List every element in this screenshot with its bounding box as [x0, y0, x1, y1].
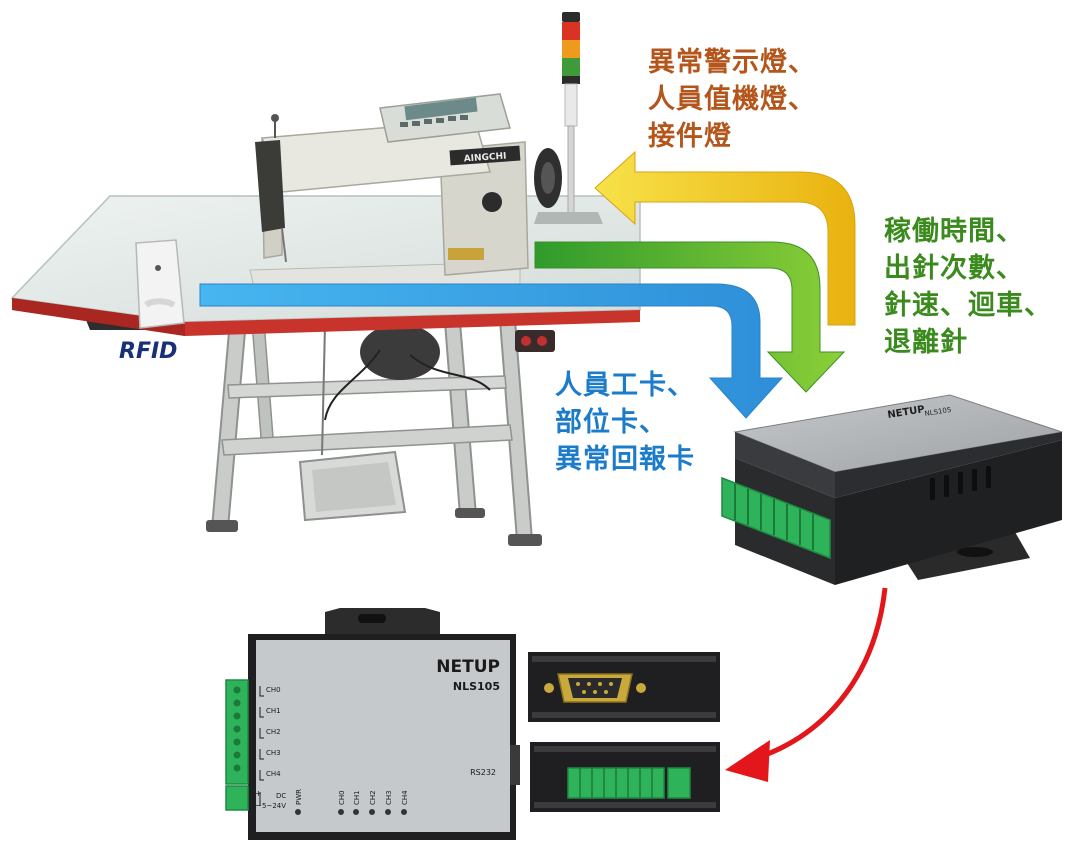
netup-device-3d: NETUP NLS105 [721, 394, 1063, 585]
led-ch2 [369, 809, 375, 815]
label-line: 部位卡、 [555, 407, 667, 438]
sewing-machine: AINGCHI [249, 93, 562, 293]
led-ch4 [401, 809, 407, 815]
power-label: DC [276, 792, 286, 800]
label-line: 人員工卡、 [555, 370, 695, 401]
blue-arrow [199, 283, 784, 419]
channel-label: CH2 [266, 728, 281, 736]
led-label: CH1 [353, 790, 361, 805]
channel-label: CH4 [266, 770, 281, 778]
channel-label: CH3 [266, 749, 281, 757]
device-port-label: RS232 [470, 768, 496, 777]
led-label: CH3 [385, 790, 393, 805]
plus-sign: + [255, 789, 262, 798]
cards-label: 人員工卡、 部位卡、 異常回報卡 [555, 367, 695, 478]
device-brand: NETUP [436, 657, 500, 677]
label-line: 出針次數、 [884, 253, 1024, 284]
device-model: NLS105 [453, 680, 500, 693]
label-line: 人員值機燈、 [648, 84, 816, 115]
led-ch3 [385, 809, 391, 815]
channel-label: CH0 [266, 686, 281, 694]
device-side-terminals [530, 742, 720, 812]
red-curved-arrow [749, 587, 888, 763]
led-label: CH4 [401, 790, 409, 805]
label-line: 接件燈 [648, 121, 732, 152]
label-line: 針速、迴車、 [884, 290, 1052, 321]
rfid-reader [135, 239, 185, 329]
machine-brand-plate: AINGCHI [463, 152, 506, 165]
rfid-label: RFID [119, 339, 178, 364]
label-line: 異常回報卡 [555, 444, 695, 475]
label-line: 退離針 [884, 327, 968, 358]
channel-label: CH1 [266, 707, 281, 715]
minus-sign: − [255, 801, 262, 810]
green-arrow [534, 241, 846, 393]
led-pwr [295, 809, 301, 815]
netup-device-front: NETUP NLS105 RS232 CH0 CH1 CH2 CH3 CH4 D… [225, 608, 520, 840]
label-line: 稼働時間、 [884, 216, 1024, 247]
alarm-lights-label: 異常警示燈、 人員值機燈、 接件燈 [648, 44, 816, 155]
led-row: PWR CH0 CH1 CH2 CH3 CH4 [295, 789, 409, 815]
led-label: CH0 [338, 790, 346, 805]
label-line: 異常警示燈、 [648, 47, 816, 78]
power-range: 5~24V [262, 802, 286, 810]
led-label: PWR [295, 789, 303, 805]
led-label: CH2 [369, 790, 377, 805]
yellow-arrow [594, 150, 856, 326]
production-stats-label: 稼働時間、 出針次數、 針速、迴車、 退離針 [884, 213, 1052, 361]
signal-tower-light [534, 12, 603, 224]
device-side-db9 [528, 652, 720, 722]
red-arrow-head [725, 740, 770, 782]
led-ch1 [353, 809, 359, 815]
led-ch0 [338, 809, 344, 815]
